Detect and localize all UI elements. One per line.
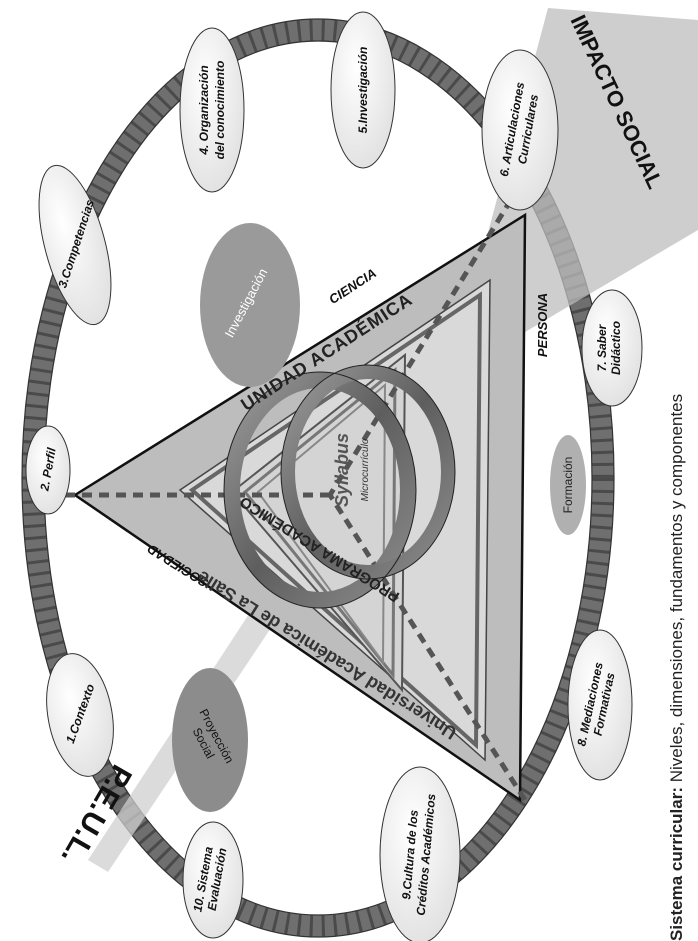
triangle-side-ciencia: CIENCIA: [326, 265, 379, 307]
ring-label-8-mediaciones: 8. Mediaciones Formativas: [567, 629, 633, 781]
ring-label-3-competencias: 3.Competencias: [38, 164, 112, 326]
dimension-ellipse-formacion: Formación: [550, 435, 586, 535]
ring-label-9-cultura-creditos: 9.Cultura de los Créditos Académicos: [379, 766, 461, 941]
caption-text: Niveles, dimensiones, fundamentos y comp…: [667, 393, 686, 787]
triangle-side-persona: PERSONA: [535, 293, 550, 357]
ring-label-4-text-a: 4. Organización: [197, 65, 211, 155]
level-microcurriculo: Microcurrículo: [360, 438, 371, 501]
ring-label-7-saber-didactico: 7. Saber Didáctico: [581, 289, 643, 407]
ring-label-7-text-b: Didáctico: [609, 321, 623, 375]
ring-label-5-text: 5.Investigación: [356, 47, 370, 134]
ring-label-1-contexto: 1.Contexto: [46, 653, 114, 777]
ring-label-6-articulaciones: 6. Articulaciones Curriculares: [481, 49, 559, 211]
syllabus-rings: [223, 364, 456, 609]
caption-bold: Sistema curricular:: [667, 786, 686, 941]
dimension-ellipse-investigacion: Investigación: [200, 223, 300, 387]
ring-label-4-organizacion: 4. Organización del conocimiento: [179, 27, 245, 193]
ring-label-5-investigacion: 5.Investigación: [330, 11, 396, 169]
figure-caption: Sistema curricular: Niveles, dimensiones…: [667, 394, 687, 941]
dimension-ellipse-proyeccion-social: Proyección Social: [172, 668, 248, 812]
ring-label-7-text-a: 7. Saber: [595, 323, 609, 371]
ring-label-2-perfil: 2. Perfil: [25, 425, 71, 515]
dashed-spokes: [48, 183, 528, 802]
dimension-label-formacion: Formación: [561, 457, 575, 514]
ring-label-4-text-b: del conocimiento: [213, 61, 227, 160]
level-syllabus: Syllabus: [332, 433, 352, 507]
ring-label-10-sistema-evaluacion: 10. Sistema Evaluación: [182, 821, 244, 939]
